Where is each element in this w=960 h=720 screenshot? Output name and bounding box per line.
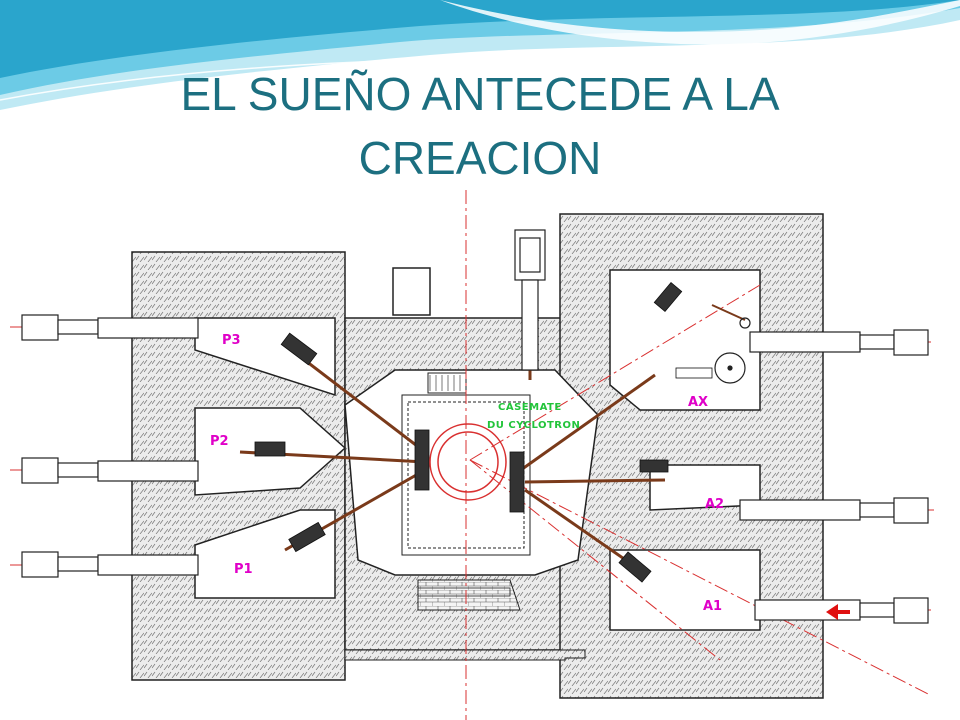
ax-target bbox=[711, 304, 751, 384]
slide-title: EL SUEÑO ANTECEDE A LA CREACION bbox=[80, 62, 880, 190]
cave-label-p1: P1 bbox=[234, 562, 253, 577]
cyclotron-ring-outer bbox=[429, 423, 507, 501]
cave-label-p2: P2 bbox=[210, 434, 229, 449]
cave-label-ax: AX bbox=[688, 395, 708, 410]
entrance-stairs bbox=[417, 372, 521, 611]
casemate-label-line1: CASEMATE bbox=[498, 402, 562, 413]
slide-title-line1: EL SUEÑO ANTECEDE A LA bbox=[180, 68, 780, 120]
slide-title-line2: CREACION bbox=[358, 132, 602, 184]
casemate bbox=[344, 369, 599, 576]
bottom-wall bbox=[344, 649, 586, 661]
header-wave-decoration bbox=[0, 0, 960, 110]
wave-dark bbox=[0, 0, 960, 78]
wave-thin-line bbox=[0, 23, 960, 101]
wave-white-streak bbox=[440, 0, 960, 45]
entry-arrow-icon bbox=[826, 604, 850, 620]
left-cylinders bbox=[21, 314, 199, 578]
right-cylinders bbox=[739, 329, 929, 624]
cyclotron-ring-inner bbox=[437, 431, 499, 493]
cave-label-a1: A1 bbox=[703, 599, 722, 614]
cave-label-a2: A2 bbox=[705, 497, 724, 512]
cave-p3 bbox=[194, 317, 336, 397]
cyclotron-floor-plan: P3 P2 P1 AX A2 A1 CASEMATE DU CYCLOTRON bbox=[10, 190, 935, 720]
cyclotron-core bbox=[429, 423, 507, 501]
casemate-label-line2: DU CYCLOTRON bbox=[487, 420, 580, 431]
cave-ax bbox=[609, 269, 761, 411]
corner-room bbox=[392, 267, 431, 316]
beam-equipment bbox=[254, 281, 713, 583]
cave-p1 bbox=[194, 509, 336, 599]
injector-column bbox=[514, 229, 546, 371]
cave-label-p3: P3 bbox=[222, 333, 241, 348]
